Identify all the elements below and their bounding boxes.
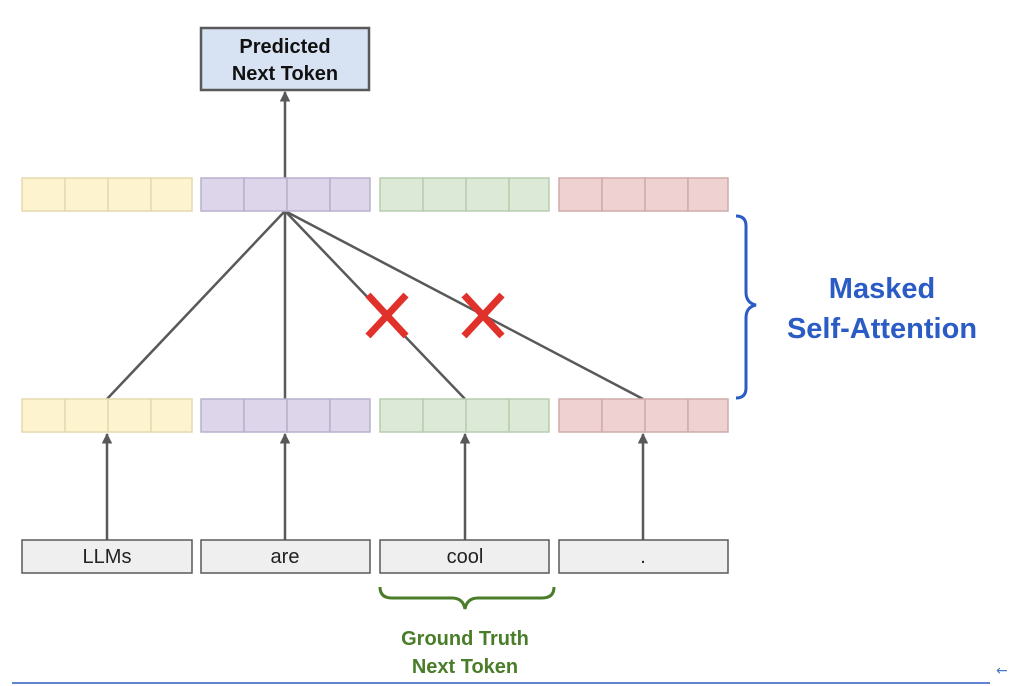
embedding-red-top — [558, 177, 729, 212]
token-label-are: are — [271, 546, 300, 568]
token-box-cool: cool — [379, 539, 550, 574]
ground-truth-line2: Next Token — [412, 656, 518, 678]
predicted-label-line2: Next Token — [232, 63, 338, 85]
token-label-llms: LLMs — [83, 546, 132, 568]
mask-cross-cool — [365, 292, 409, 339]
embedding-yellow-top — [21, 177, 193, 212]
masked-label-line2: Self-Attention — [787, 313, 977, 345]
input-embedding-row — [21, 398, 729, 433]
embedding-yellow-bottom — [21, 398, 193, 433]
masked-attention-brace — [735, 214, 757, 400]
attention-line-period — [284, 209, 644, 401]
token-box-are: are — [200, 539, 371, 574]
embedding-red-bottom — [558, 398, 729, 433]
attention-line-llms — [106, 210, 286, 400]
embedding-purple-bottom — [200, 398, 371, 433]
token-label-period: . — [640, 546, 646, 568]
token-box-llms: LLMs — [21, 539, 193, 574]
back-arrow-icon[interactable]: ← — [996, 663, 1008, 679]
embedding-purple-top — [200, 177, 371, 212]
embedding-green-top — [379, 177, 550, 212]
token-label-cool: cool — [447, 546, 484, 568]
predicted-next-token-box: Predicted Next Token — [199, 26, 371, 92]
mask-cross-period — [461, 292, 505, 339]
masked-label-line1: Masked — [829, 273, 935, 305]
predicted-label-line1: Predicted — [239, 36, 330, 58]
embedding-green-bottom — [379, 398, 550, 433]
ground-truth-line1: Ground Truth — [401, 628, 529, 650]
input-arrows — [101, 432, 649, 540]
ground-truth-brace — [378, 586, 556, 610]
output-embedding-row — [21, 177, 729, 212]
token-box-period: . — [558, 539, 729, 574]
